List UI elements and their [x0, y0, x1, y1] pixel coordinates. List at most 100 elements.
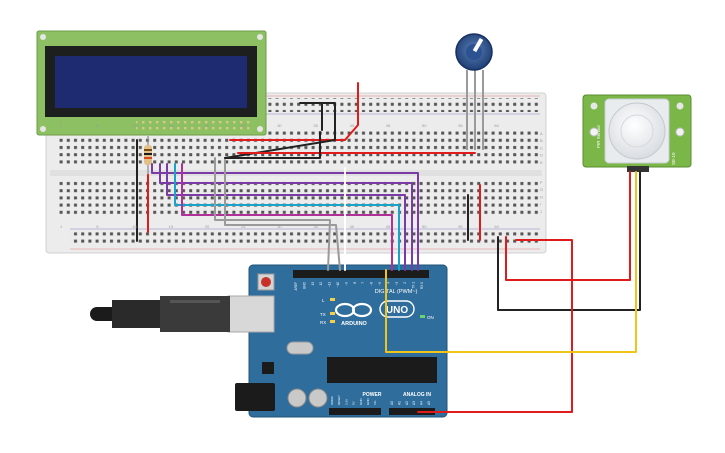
digital-pin-label: ~6 — [370, 282, 374, 286]
digital-pin-label: GND — [302, 281, 306, 289]
digital-pin-label: 13 — [311, 282, 315, 286]
analog-pin-label: A3 — [412, 401, 416, 405]
crystal-oscillator — [286, 341, 314, 355]
breadboard-row-label: G — [540, 187, 543, 192]
breadboard-column-label: 10 — [132, 123, 137, 128]
breadboard-row-label: H — [540, 194, 543, 199]
power-pin-label: GND — [366, 398, 370, 406]
capacitor — [308, 388, 328, 408]
wire-purple — [151, 163, 419, 271]
breadboard-column-label: 55 — [458, 224, 463, 229]
breadboard-column-label: 50 — [422, 224, 427, 229]
model-label: UNO — [386, 305, 408, 316]
power-label: POWER — [363, 392, 382, 398]
wires — [136, 82, 641, 413]
breadboard-column-label: 40 — [350, 224, 355, 229]
analog-header — [389, 408, 435, 415]
pir-pins — [627, 166, 649, 172]
lcd-screen — [55, 56, 247, 108]
breadboard-column-label: 20 — [205, 224, 210, 229]
digital-pin-label: ~11 — [328, 282, 332, 287]
digital-pin-label: ~5 — [378, 282, 382, 286]
lcd-header-pins — [136, 119, 253, 131]
wire-cyan — [174, 163, 400, 271]
breadboard-column-label: 35 — [313, 123, 318, 128]
mount-hole — [257, 126, 263, 132]
rx-label: RX — [320, 320, 326, 325]
pir-sensor: PIR Sensor SE-10 — [582, 94, 692, 172]
arduino-uno: DIGITAL (PWM~) ARDUINO UNO L TX RX ON PO… — [227, 264, 448, 418]
lcd-display — [36, 30, 267, 136]
digital-pin-label: TX 1 — [412, 282, 416, 289]
regulator — [262, 362, 274, 374]
wire-black — [224, 102, 336, 159]
breadboard-column-label: 45 — [386, 224, 391, 229]
pir-label-right: SE-10 — [671, 152, 676, 165]
digital-pin-label: ~3 — [395, 282, 399, 286]
digital-pin-label: 7 — [361, 282, 365, 284]
breadboard-column-label: 30 — [277, 123, 282, 128]
brand-label: ARDUINO — [341, 321, 367, 327]
digital-pin-label: 8 — [353, 282, 357, 284]
l-label: L — [322, 298, 325, 303]
power-header — [329, 408, 381, 415]
wire-black — [224, 131, 321, 159]
on-label: ON — [427, 315, 434, 320]
breadboard-column-label: 30 — [277, 224, 282, 229]
breadboard-column-label: 60 — [494, 123, 499, 128]
breadboard-row-label: J — [540, 209, 542, 214]
wire-yellow — [385, 171, 637, 353]
digital-header — [293, 270, 429, 278]
digital-pin-label: AREF — [294, 282, 298, 291]
power-pin-label: RESET — [337, 395, 341, 405]
arduino-logo — [334, 302, 373, 318]
terminal-block-f-j — [58, 180, 540, 216]
power-pin-label: 5V — [352, 401, 356, 405]
potentiometer — [455, 33, 493, 150]
power-jack — [235, 383, 275, 411]
mount-hole — [40, 126, 46, 132]
pir-label-left: PIR Sensor — [596, 124, 601, 148]
breadboard-column-label: 50 — [422, 123, 427, 128]
wire-red — [229, 82, 359, 141]
digital-pin-label: 4 — [386, 282, 390, 284]
wire-purple — [166, 163, 406, 271]
wire-red — [417, 239, 573, 413]
mount-hole — [40, 34, 46, 40]
resistor — [144, 136, 152, 175]
terminal-block-a-e — [58, 131, 540, 167]
wire-red — [505, 171, 631, 281]
breadboard-row-label: C — [540, 145, 543, 150]
analog-pin-label: A1 — [397, 401, 401, 405]
breadboard-column-label: 5 — [96, 123, 99, 128]
breadboard-column-label: 25 — [241, 224, 246, 229]
analog-pin-label: A0 — [390, 401, 394, 405]
digital-pin-label: RX 0 — [420, 282, 424, 289]
breadboard-column-label: 5 — [96, 224, 99, 229]
breadboard-column-label: 15 — [169, 123, 174, 128]
wire-gray — [224, 159, 341, 271]
power-pin-label: Vin — [373, 400, 377, 405]
wire-purple — [159, 163, 413, 271]
tx-label: TX — [320, 312, 326, 317]
mount-hole — [257, 34, 263, 40]
digital-pin-label: ~9 — [344, 282, 348, 286]
breadboard-row-label: I — [540, 202, 541, 207]
breadboard-row-label: E — [540, 160, 543, 165]
breadboard-column-label: 40 — [350, 123, 355, 128]
pot-indicator — [472, 38, 484, 53]
digital-label: DIGITAL (PWM~) — [375, 289, 418, 295]
analog-pin-label: A5 — [427, 401, 431, 405]
power-pin-label: IOREF — [330, 396, 334, 405]
breadboard-column-label: 10 — [132, 224, 137, 229]
power-pin-label: 3.3V — [344, 399, 348, 405]
digital-pin-label: ~10 — [336, 282, 340, 288]
analog-label: ANALOG IN — [403, 392, 431, 398]
breadboard-row-label: B — [540, 138, 543, 143]
breadboard-column-label: 55 — [458, 123, 463, 128]
breadboard-column-label: 35 — [313, 224, 318, 229]
reset-button — [261, 277, 271, 287]
breadboard-row-label: F — [540, 180, 543, 185]
breadboard-column-label: 60 — [494, 224, 499, 229]
digital-pin-label: 12 — [319, 282, 323, 286]
